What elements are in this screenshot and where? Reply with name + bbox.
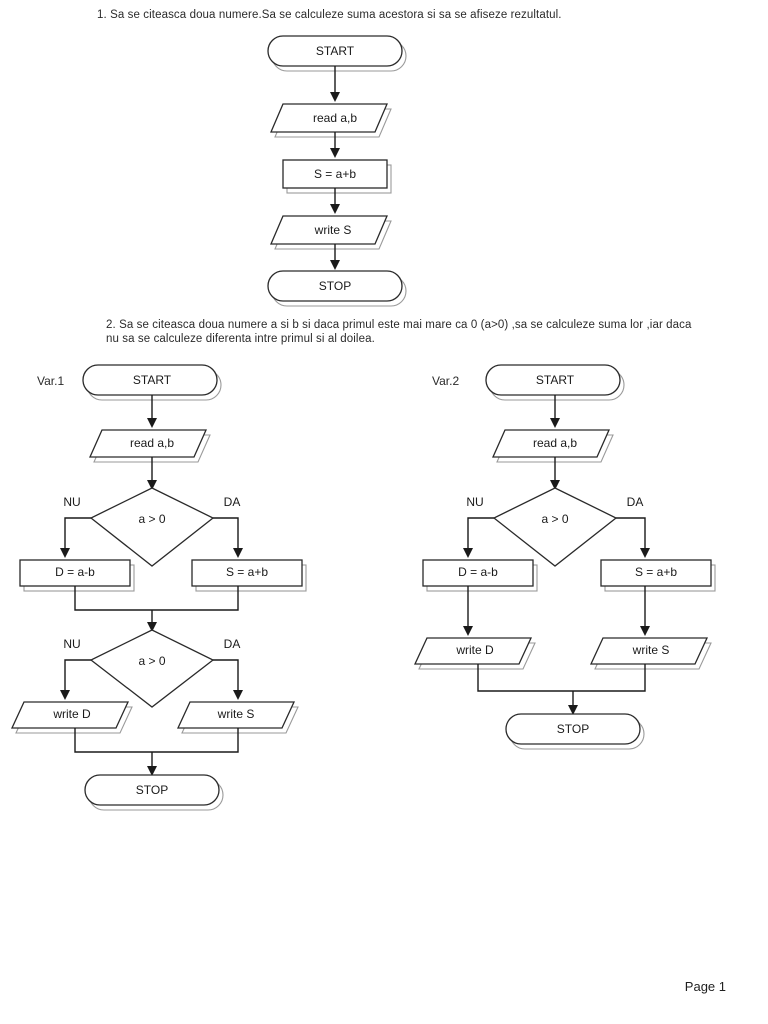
var1-write-s-label: write S bbox=[217, 707, 255, 721]
problem-1-statement: 1. Sa se citeasca doua numere.Sa se calc… bbox=[97, 9, 562, 21]
flow1-stop-label: STOP bbox=[319, 279, 351, 293]
flowchart-variant-1: START read a,b a > 0 NU DA bbox=[10, 364, 307, 811]
var1-connector-read-decision1 bbox=[147, 457, 157, 490]
var1-branch2-no-label: NU bbox=[63, 637, 80, 651]
var1-node-decision2: a > 0 bbox=[89, 629, 215, 708]
variant-2-label: Var.2 bbox=[432, 374, 460, 388]
var1-decision1-label: a > 0 bbox=[138, 512, 165, 526]
var1-node-process-sum: S = a+b bbox=[191, 559, 307, 592]
var2-read-label: read a,b bbox=[533, 436, 577, 450]
flow1-start-label: START bbox=[316, 44, 355, 58]
flowchart-variant-2: START read a,b a > 0 NU DA bbox=[413, 364, 716, 750]
var2-node-start: START bbox=[485, 364, 625, 401]
var1-branch2-yes-label: DA bbox=[224, 637, 241, 651]
flow1-node-write: write S bbox=[270, 215, 392, 250]
var1-process-diff-label: D = a-b bbox=[55, 565, 95, 579]
var1-node-start: START bbox=[82, 364, 222, 401]
var1-write-d-label: write D bbox=[52, 707, 91, 721]
flowchart-problem-1: START read a,b S = a+b bbox=[267, 35, 407, 307]
var1-node-read: read a,b bbox=[88, 429, 211, 463]
var1-connector-merge-decision2 bbox=[74, 586, 239, 632]
var1-branch1-no-label: NU bbox=[63, 495, 80, 509]
problem-2-statement: 2. Sa se citeasca doua numere a si b si … bbox=[106, 319, 692, 345]
var2-connector-diff-writed bbox=[463, 586, 473, 636]
var1-start-label: START bbox=[133, 373, 172, 387]
flow1-connector-start-read bbox=[330, 66, 340, 102]
var1-connector-decision2-writes bbox=[213, 659, 243, 700]
var1-node-write-d: write D bbox=[10, 701, 133, 734]
var2-connector-merge-stop bbox=[477, 664, 646, 715]
var2-node-read: read a,b bbox=[491, 429, 614, 463]
var2-write-s-label: write S bbox=[632, 643, 670, 657]
flow1-node-process: S = a+b bbox=[282, 159, 392, 194]
var2-branch-no-label: NU bbox=[466, 495, 483, 509]
flow1-write-label: write S bbox=[314, 223, 352, 237]
var1-branch1-yes-label: DA bbox=[224, 495, 241, 509]
var2-node-write-s: write S bbox=[589, 637, 712, 670]
var2-process-diff-label: D = a-b bbox=[458, 565, 498, 579]
var1-connector-decision2-writed bbox=[60, 659, 91, 700]
flow1-connector-write-stop bbox=[330, 244, 340, 270]
var1-read-label: read a,b bbox=[130, 436, 174, 450]
flow1-node-start: START bbox=[267, 35, 407, 72]
var2-node-stop: STOP bbox=[505, 713, 645, 750]
var2-connector-sum-writes bbox=[640, 586, 650, 636]
var2-connector-read-decision bbox=[550, 457, 560, 490]
var2-node-process-diff: D = a-b bbox=[422, 559, 538, 592]
var2-process-sum-label: S = a+b bbox=[635, 565, 677, 579]
flow1-connector-process-write bbox=[330, 188, 340, 214]
var1-decision2-label: a > 0 bbox=[138, 654, 165, 668]
var1-connector-decision1-sum bbox=[213, 517, 243, 558]
page-footer: Page 1 bbox=[684, 979, 726, 994]
var1-node-write-s: write S bbox=[176, 701, 299, 734]
var1-connector-decision1-diff bbox=[60, 517, 91, 558]
var2-branch-yes-label: DA bbox=[627, 495, 644, 509]
var1-node-process-diff: D = a-b bbox=[19, 559, 135, 592]
flow1-connector-read-process bbox=[330, 132, 340, 158]
var1-node-decision1: a > 0 bbox=[89, 487, 215, 567]
var1-node-stop: STOP bbox=[84, 774, 224, 811]
flow1-process-label: S = a+b bbox=[314, 167, 356, 181]
var2-start-label: START bbox=[536, 373, 575, 387]
var2-connector-start-read bbox=[550, 395, 560, 428]
var1-connector-merge-stop bbox=[74, 728, 239, 776]
var1-connector-start-read bbox=[147, 395, 157, 428]
flow1-node-stop: STOP bbox=[267, 270, 407, 307]
flow1-node-read: read a,b bbox=[270, 103, 392, 138]
var2-node-decision: a > 0 bbox=[492, 487, 618, 567]
var2-write-d-label: write D bbox=[455, 643, 494, 657]
var2-connector-decision-diff bbox=[463, 517, 494, 558]
flow1-read-label: read a,b bbox=[313, 111, 357, 125]
var2-decision-label: a > 0 bbox=[541, 512, 568, 526]
var2-node-process-sum: S = a+b bbox=[600, 559, 716, 592]
var1-process-sum-label: S = a+b bbox=[226, 565, 268, 579]
variant-1-label: Var.1 bbox=[37, 374, 65, 388]
var2-connector-decision-sum bbox=[616, 517, 650, 558]
var2-node-write-d: write D bbox=[413, 637, 536, 670]
var1-stop-label: STOP bbox=[136, 783, 168, 797]
var2-stop-label: STOP bbox=[557, 722, 589, 736]
